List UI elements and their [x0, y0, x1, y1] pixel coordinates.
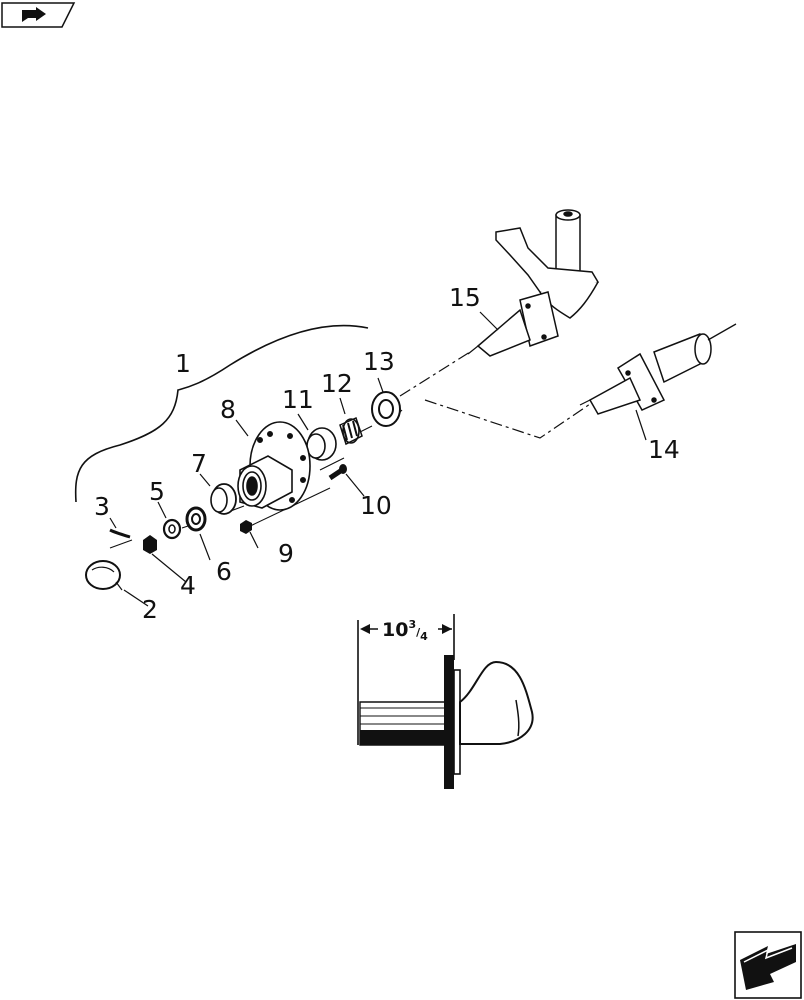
dimension-label: 103/4: [382, 618, 428, 643]
back-arrow-tab-icon: [22, 7, 46, 22]
callout-11: 11: [282, 385, 314, 414]
callout-15: 15: [449, 283, 481, 312]
callouts: 1 2 3 4 5 6 7 8 9 10 11 12 13 14 15: [94, 283, 680, 624]
part-bearing-cone-12: [339, 416, 363, 446]
spindle-14: [579, 323, 737, 415]
part-castle-nut-4: [143, 535, 157, 554]
callout-8: 8: [220, 395, 236, 424]
callout-1: 1: [175, 349, 191, 378]
assembly-bracket: [74, 324, 369, 503]
callout-7: 7: [191, 449, 207, 478]
back-tab-button[interactable]: [1, 2, 76, 28]
next-page-arrow-icon: [740, 944, 796, 990]
part-bearing-cup-11: [306, 427, 337, 461]
part-nut-9: [240, 520, 252, 534]
centerline: [399, 351, 591, 439]
callout-13: 13: [363, 347, 395, 376]
part-hub-8: [237, 421, 311, 511]
part-bearing-cup-7: [210, 483, 237, 515]
callout-12: 12: [321, 369, 353, 398]
callout-14: 14: [648, 435, 680, 464]
next-page-button[interactable]: [734, 931, 802, 999]
callout-2: 2: [142, 595, 158, 624]
part-stud-10: [328, 464, 347, 481]
callout-5: 5: [149, 477, 165, 506]
callout-6: 6: [216, 557, 232, 586]
part-bearing-cone-6: [185, 506, 207, 532]
leader-lines: [109, 311, 647, 607]
part-seal-13: [371, 391, 401, 427]
part-dust-cap-2: [85, 560, 123, 591]
part-cotter-pin-3: [109, 528, 131, 539]
callout-9: 9: [278, 539, 294, 568]
hub-dimension-detail: 103/4: [357, 614, 534, 789]
callout-10: 10: [360, 491, 392, 520]
callout-4: 4: [180, 571, 196, 600]
callout-3: 3: [94, 492, 110, 521]
part-washer-5: [162, 518, 182, 540]
spindle-15: [467, 209, 600, 357]
